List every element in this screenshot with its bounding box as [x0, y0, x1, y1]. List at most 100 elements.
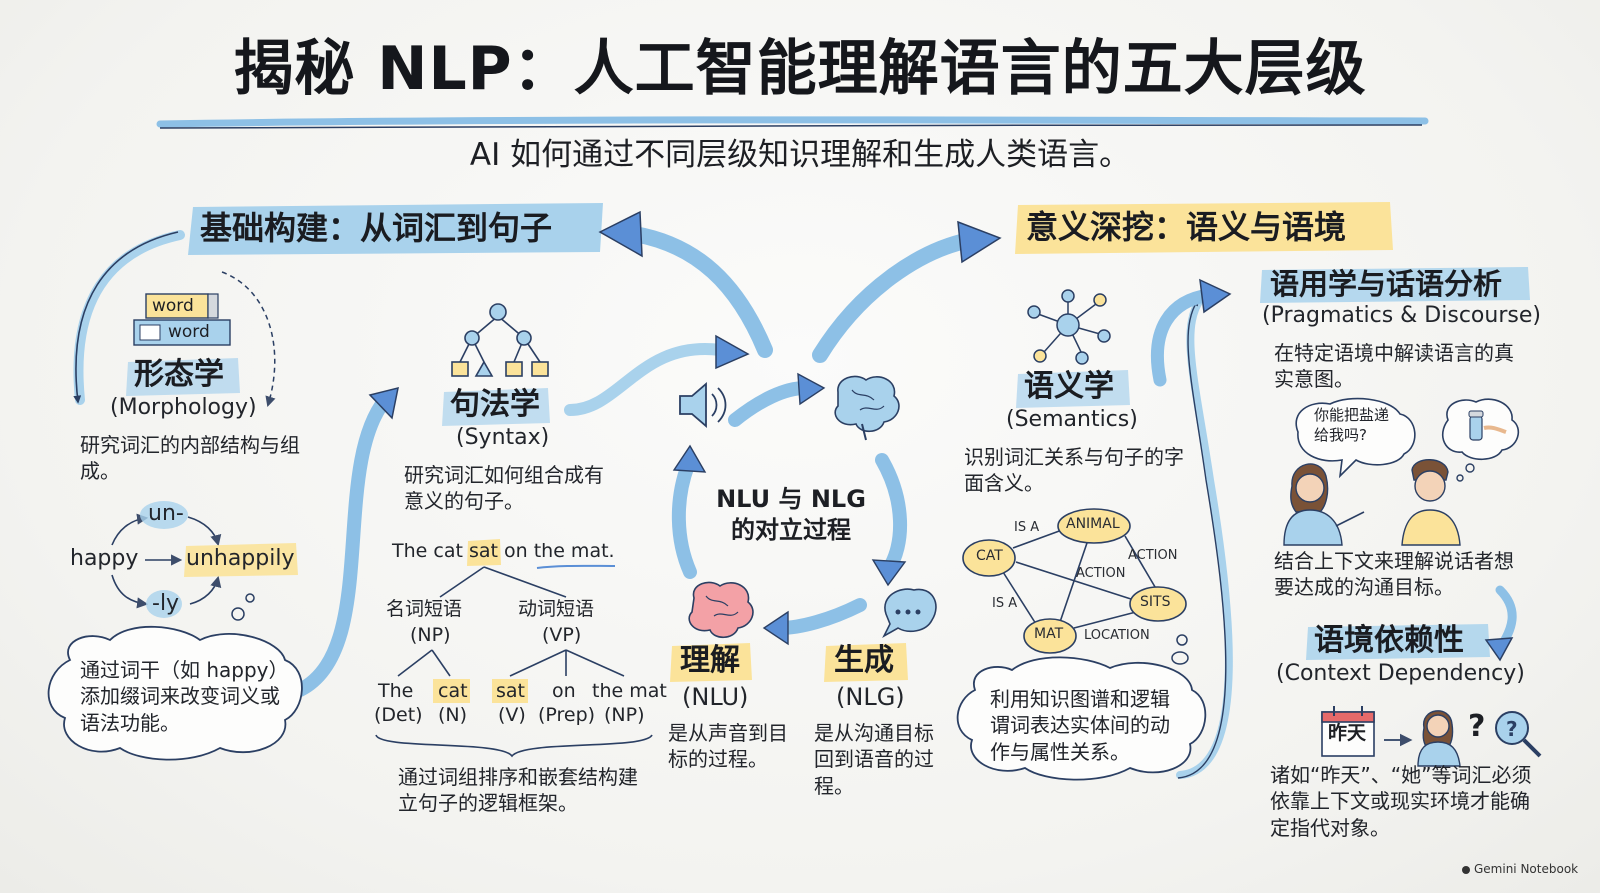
- meaning-banner: [1015, 202, 1393, 254]
- flow-arrow-morph-syntax-head: [368, 386, 399, 420]
- magnifier-question-glyph: ?: [1506, 717, 1518, 741]
- sentence-part: on the mat.: [497, 540, 615, 562]
- nlu-title: 理解: [680, 643, 740, 678]
- knowledge-graph-edges: [1002, 529, 1159, 629]
- leaf-word: the mat: [592, 680, 667, 702]
- calendar-icon: [1321, 706, 1375, 757]
- speech-bubble: [1295, 397, 1416, 479]
- word-block-top: word: [152, 296, 194, 316]
- cycle-label: NLU 与 NLG 的对立过程: [716, 485, 866, 545]
- word-block-bottom: word: [168, 322, 210, 342]
- leaf-pos: (Prep): [538, 704, 596, 726]
- edge-label: ACTION: [1128, 548, 1178, 563]
- edge-label: LOCATION: [1084, 628, 1150, 643]
- node-cat: [962, 539, 1016, 577]
- cycle-arrow-bottom: [773, 598, 867, 635]
- morphology-note: 通过词干（如 happy）添加缀词来改变词义或语法功能。: [80, 658, 280, 735]
- leaf-pos: (Det): [374, 704, 423, 726]
- context-title-banner: [1306, 624, 1490, 660]
- cycle-arrow-right: [875, 453, 907, 577]
- flow-arrow-center-meaning-head: [957, 220, 1002, 264]
- brain-icon: [688, 581, 754, 639]
- suffix-blob: [146, 590, 182, 618]
- salt-shaker-icon: [1468, 410, 1507, 441]
- sentence-part: The cat: [392, 540, 469, 562]
- derivation-arrow-suffix-out: [189, 575, 222, 605]
- node-animal: [1057, 508, 1131, 544]
- flow-arrow-semantics-pragmatics: [1150, 288, 1217, 387]
- vp-abbr: (VP): [542, 624, 582, 646]
- thought-dot: [1171, 651, 1189, 665]
- pragmatics-english: (Pragmatics & Discourse): [1262, 303, 1541, 328]
- flow-arrow-center-meaning: [812, 232, 978, 363]
- flow-arrow-intro: [73, 230, 185, 405]
- thought-dot: [231, 607, 245, 621]
- node-sits: [1129, 586, 1187, 622]
- semantics-desc: 识别词汇关系与句子的字面含义。: [964, 445, 1184, 496]
- foundation-section-title: 基础构建：从词汇到句子: [200, 209, 553, 247]
- title-underline: [156, 116, 1429, 128]
- leaf-pos: (V): [498, 704, 526, 726]
- people-icon: [1283, 459, 1461, 546]
- semantics-title-highlight: [1016, 370, 1130, 408]
- cycle-arrow-top-head: [797, 372, 826, 406]
- morph-prefix: un-: [148, 501, 184, 526]
- network-icon: [1027, 289, 1111, 365]
- morphology-title-highlight: [126, 358, 240, 396]
- example-sentence: The cat sat on the mat.: [392, 540, 615, 564]
- semantics-note-cloud: [956, 656, 1207, 781]
- thought-dot: [1465, 463, 1475, 473]
- meaning-section-title: 意义深挖：语义与语境: [1026, 208, 1347, 246]
- context-desc: 诸如“昨天”、“她”等词汇必须依靠上下文或现实环境才能确定指代对象。: [1270, 763, 1532, 840]
- syntax-english: (Syntax): [456, 425, 550, 450]
- brain-icon: [834, 375, 900, 441]
- sentence-verb-highlight: [467, 539, 501, 566]
- leaf-pos: (N): [438, 704, 468, 726]
- syntax-desc: 研究词汇如何组合成有意义的句子。: [404, 463, 604, 514]
- chat-bubble-icon: [882, 588, 937, 639]
- watermark: Gemini Notebook: [1474, 862, 1579, 876]
- derivation-arrow-suffix: [111, 574, 149, 609]
- semantics-title: 语义学: [1024, 369, 1114, 404]
- nlg-title: 生成: [834, 643, 894, 678]
- flow-arrow-semantics-context: [1176, 296, 1233, 779]
- flow-arrow-semantics-context-ink: [1177, 298, 1227, 779]
- nlg-english: (NLG): [836, 683, 905, 711]
- node-label-cat: CAT: [976, 548, 1003, 564]
- morph-suffix: -ly: [152, 591, 180, 616]
- result-highlight: [184, 543, 298, 577]
- nlg-title-highlight: [824, 643, 908, 682]
- leaf-pos: (NP): [604, 704, 645, 726]
- derivation-arrow-prefix-out: [187, 516, 222, 547]
- pragmatics-title: 语用学与话语分析: [1270, 267, 1503, 301]
- page-title: 揭秘 NLP：人工智能理解语言的五大层级: [233, 34, 1367, 104]
- semantics-english: (Semantics): [1006, 407, 1138, 432]
- morph-base: happy: [70, 546, 139, 571]
- prefix-blob: [140, 501, 188, 529]
- flow-arrow-morph-syntax: [293, 393, 392, 697]
- speaker-icon: [679, 382, 727, 428]
- morphology-dashed-arc: [221, 271, 276, 408]
- leaf-word: The: [378, 680, 414, 702]
- watermark-icon: [1462, 866, 1470, 874]
- word-blocks-icon: [133, 293, 231, 346]
- sentence-verb: sat: [468, 540, 498, 562]
- node-label-mat: MAT: [1034, 626, 1064, 642]
- context-title: 语境依赖性: [1314, 623, 1464, 658]
- node-label-animal: ANIMAL: [1066, 516, 1120, 532]
- syntax-title-highlight: [442, 388, 550, 426]
- cycle-arrow-right-head: [871, 559, 907, 587]
- derivation-arrow-prefix: [111, 513, 149, 546]
- nlg-desc: 是从沟通目标回到语音的过程。: [814, 721, 934, 798]
- morphology-note-cloud: [47, 625, 303, 761]
- semantics-note: 利用知识图谱和逻辑谓词表达实体间的动作与属性关系。: [990, 687, 1170, 764]
- flow-arrow-syntax-center-head: [715, 334, 750, 370]
- calendar-label: 昨天: [1328, 722, 1367, 744]
- np-label: 名词短语: [386, 598, 463, 620]
- person-icon: [1417, 710, 1461, 767]
- pragmatics-desc: 在特定语境中解读语言的真实意图。: [1274, 341, 1514, 392]
- leaf-sat-highlight: [492, 679, 528, 703]
- page-subtitle: AI 如何通过不同层级知识理解和生成人类语言。: [469, 137, 1131, 173]
- cycle-arrow-left: [671, 458, 697, 579]
